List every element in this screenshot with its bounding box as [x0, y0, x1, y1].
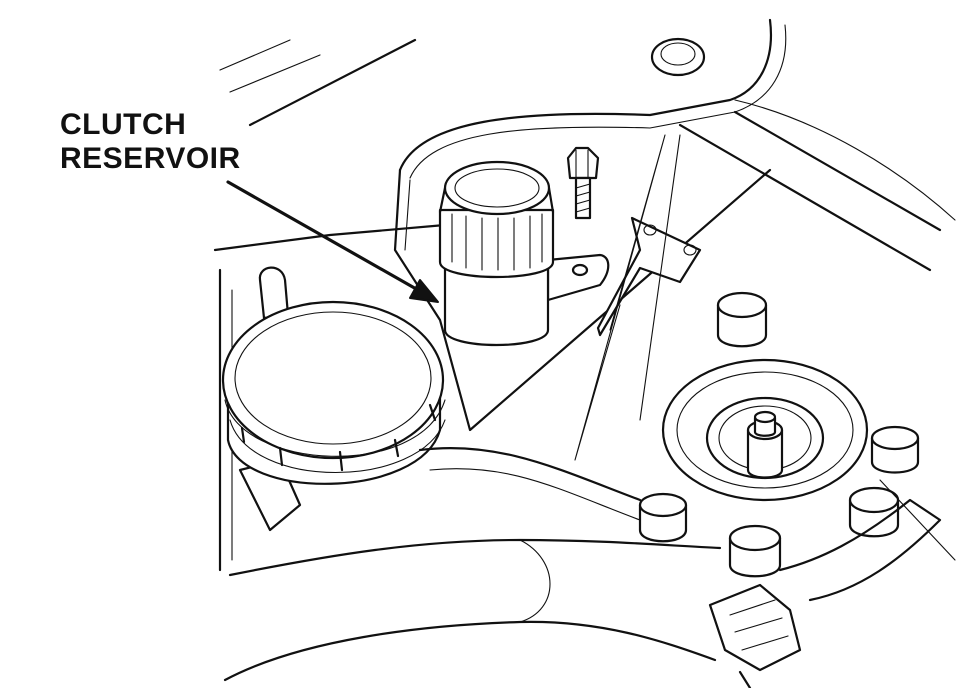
mounting-bolt	[566, 146, 600, 220]
brake-fluid-cap	[221, 300, 446, 532]
nut	[848, 486, 900, 538]
lower-hoses	[223, 446, 956, 690]
strut-mount	[661, 358, 869, 502]
upper-body-panel	[398, 18, 956, 272]
reservoir-cap-top	[443, 160, 551, 216]
callout-line-1: CLUTCH	[60, 108, 187, 141]
hood-edge-lines	[219, 38, 417, 127]
nut	[870, 425, 920, 474]
nut	[728, 524, 782, 578]
reservoir-body	[443, 263, 550, 347]
nut	[716, 291, 768, 348]
connector	[708, 583, 802, 672]
nut	[638, 492, 688, 543]
reservoir-cap-side	[438, 208, 555, 279]
mount-nuts	[638, 291, 920, 578]
callout-line-2: RESERVOIR	[60, 142, 241, 175]
hose-bracket	[574, 134, 702, 461]
grommet	[650, 37, 706, 77]
reservoir-bracket	[546, 253, 610, 302]
callout-label: CLUTCH RESERVOIR	[60, 108, 241, 176]
mounting-plate	[393, 168, 772, 432]
bracket-bolt-hole	[571, 263, 589, 277]
clutch-reservoir	[438, 160, 610, 347]
callout-leader-arrow	[226, 180, 439, 303]
